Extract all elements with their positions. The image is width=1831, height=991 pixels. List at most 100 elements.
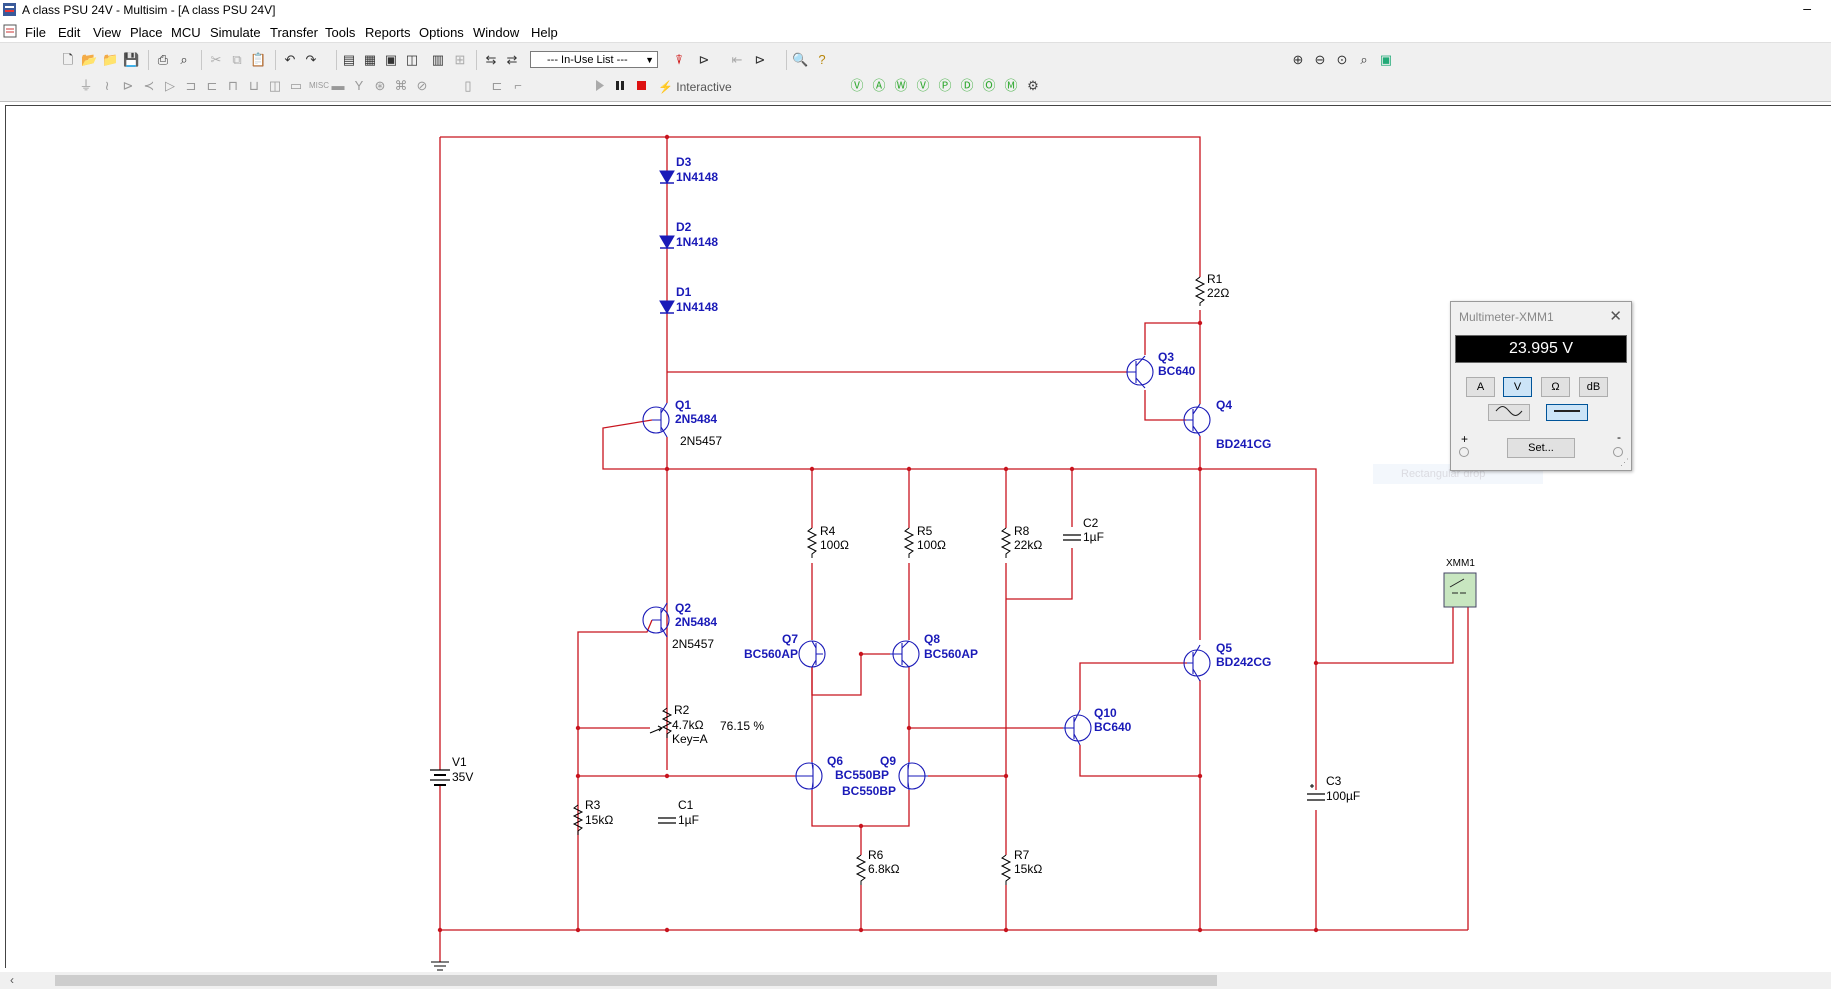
find-icon[interactable]: 🔍 [792, 52, 809, 67]
menu-reports[interactable]: Reports [365, 25, 411, 40]
ammeter-mode-button[interactable]: A [1466, 377, 1495, 397]
digital-probe-icon[interactable]: Ⓜ [1004, 78, 1018, 93]
current-probe-icon[interactable]: Ⓟ [938, 78, 952, 93]
menu-view[interactable]: View [93, 25, 121, 40]
scroll-left-icon[interactable]: ‹ [10, 973, 14, 987]
run-simulation-icon[interactable] [593, 79, 606, 92]
back-annotate-icon[interactable]: ⇆ [485, 52, 497, 67]
close-icon[interactable]: ✕ [1609, 308, 1622, 325]
wattmeter-instrument-icon[interactable]: Ⓦ [894, 78, 908, 93]
menu-file[interactable]: File [25, 25, 46, 40]
undo-icon[interactable]: ↶ [284, 52, 296, 67]
postprocessor-icon[interactable]: ▥ [431, 52, 445, 67]
stop-simulation-icon[interactable] [635, 79, 648, 92]
pause-simulation-icon[interactable] [613, 79, 626, 92]
positive-terminal[interactable] [1459, 447, 1469, 457]
spreadsheet-view-icon[interactable]: ▦ [363, 52, 377, 67]
minimize-button[interactable]: – [1803, 0, 1811, 16]
dc-line-icon [1554, 410, 1580, 412]
ohmmeter-mode-button[interactable]: Ω [1541, 377, 1570, 397]
forward-annotate-icon[interactable]: ⇄ [506, 52, 518, 67]
multimeter-instrument-icon[interactable]: Ⓥ [850, 78, 864, 93]
print-icon[interactable]: ⎙ [157, 52, 169, 67]
menu-mcu[interactable]: MCU [171, 25, 201, 40]
grapher-icon[interactable]: ◫ [405, 52, 419, 67]
zoom-out-icon[interactable]: ⊖ [1314, 52, 1326, 67]
menu-transfer[interactable]: Transfer [270, 25, 318, 40]
set-button[interactable]: Set... [1507, 438, 1575, 458]
place-diode-icon[interactable]: ⊳ [122, 78, 134, 93]
place-misc-digital-icon[interactable]: ⊓ [227, 78, 239, 93]
negative-terminal[interactable] [1613, 447, 1623, 457]
hierarchical-block-icon[interactable]: ⊏ [491, 78, 503, 93]
toolbar-separator [336, 50, 337, 70]
paste-icon[interactable]: 📋 [250, 52, 267, 67]
probe-settings-gear-icon[interactable]: ⚙ [1027, 78, 1039, 93]
place-misc-icon[interactable]: MISC [309, 81, 329, 90]
toolbar-separator [148, 50, 149, 70]
sine-wave-icon [1495, 406, 1523, 416]
print-preview-icon[interactable]: ⌕ [180, 52, 188, 67]
full-screen-icon[interactable]: ▣ [1379, 52, 1393, 67]
simulation-mode[interactable]: ⚡ Interactive [658, 80, 732, 94]
place-transistor-icon[interactable]: ≺ [143, 78, 155, 93]
ac-mode-button[interactable] [1488, 404, 1530, 421]
place-cmos-icon[interactable]: ⊏ [206, 78, 218, 93]
place-ttl-icon[interactable]: ⊐ [185, 78, 197, 93]
menu-place[interactable]: Place [130, 25, 163, 40]
zoom-area-icon[interactable]: ⊙ [1336, 52, 1348, 67]
place-electromechanical-icon[interactable]: ⊛ [374, 78, 386, 93]
resize-grip-icon[interactable]: ⋰ [1620, 457, 1629, 467]
scrollbar-thumb[interactable] [55, 975, 1217, 986]
new-file-icon[interactable]: 🗋 [62, 52, 74, 67]
save-icon[interactable]: 💾 [123, 52, 140, 67]
menu-help[interactable]: Help [531, 25, 558, 40]
cut-icon[interactable]: ✂ [210, 52, 222, 67]
menu-window[interactable]: Window [473, 25, 520, 40]
zoom-sheet-icon[interactable]: ⌕ [1360, 52, 1368, 67]
zoom-in-icon[interactable]: ⊕ [1292, 52, 1304, 67]
place-mixed-icon[interactable]: ⊔ [248, 78, 260, 93]
menu-tools[interactable]: Tools [325, 25, 356, 40]
document-icon[interactable] [3, 24, 17, 38]
place-power-icon[interactable]: ▭ [289, 78, 303, 93]
open-sample-icon[interactable]: 📁 [102, 52, 119, 67]
probe-icon[interactable]: ⍒ [675, 52, 683, 67]
place-probe-icon[interactable]: ⊳ [698, 52, 710, 67]
probe-settings-icon[interactable]: ⇤ [731, 52, 743, 67]
place-ni-icon[interactable]: ⌘ [394, 78, 408, 93]
place-analog-icon[interactable]: ▷ [165, 78, 175, 93]
decibel-mode-button[interactable]: dB [1579, 377, 1608, 397]
place-connector-icon[interactable]: ⊘ [416, 78, 428, 93]
toolbar-separator [275, 50, 276, 70]
in-use-list-combo[interactable]: --- In-Use List ---▼ [530, 51, 658, 68]
redo-icon[interactable]: ↷ [305, 52, 317, 67]
ammeter-instrument-icon[interactable]: Ⓐ [872, 78, 886, 93]
horizontal-scrollbar[interactable]: ‹ [0, 972, 1831, 989]
place-rf-icon[interactable]: Y [354, 78, 364, 93]
place-bus-icon[interactable]: ⌐ [514, 78, 522, 93]
transfer-icon[interactable]: ⊳ [754, 52, 766, 67]
menu-simulate[interactable]: Simulate [210, 25, 261, 40]
menu-bar: File Edit View Place MCU Simulate Transf… [0, 20, 1831, 43]
power-probe-icon[interactable]: Ⓓ [960, 78, 974, 93]
design-toolbox-icon[interactable]: ▤ [342, 52, 356, 67]
voltmeter-mode-button[interactable]: V [1503, 377, 1532, 397]
place-advanced-peripherals-icon[interactable]: ▬ [331, 78, 345, 93]
multimeter-panel[interactable]: Multimeter-XMM1 ✕ 23.995 V A V Ω dB + - … [1450, 301, 1632, 471]
place-basic-icon[interactable]: ≀ [104, 78, 110, 93]
place-indicator-icon[interactable]: ◫ [268, 78, 282, 93]
multimeter-title: Multimeter-XMM1 [1459, 310, 1554, 324]
database-manager-icon[interactable]: ▣ [384, 52, 398, 67]
open-folder-icon[interactable]: 📂 [81, 52, 98, 67]
menu-options[interactable]: Options [419, 25, 464, 40]
differential-probe-icon[interactable]: Ⓞ [982, 78, 996, 93]
place-source-icon[interactable]: ⏚ [79, 78, 93, 93]
help-icon[interactable]: ? [818, 52, 826, 67]
erc-icon[interactable]: ⊞ [454, 52, 466, 67]
dc-mode-button[interactable] [1546, 404, 1588, 421]
menu-edit[interactable]: Edit [58, 25, 81, 40]
voltage-probe-icon[interactable]: Ⓥ [916, 78, 930, 93]
copy-icon[interactable]: ⧉ [232, 52, 242, 67]
place-mcu-icon[interactable]: ▯ [464, 78, 472, 93]
